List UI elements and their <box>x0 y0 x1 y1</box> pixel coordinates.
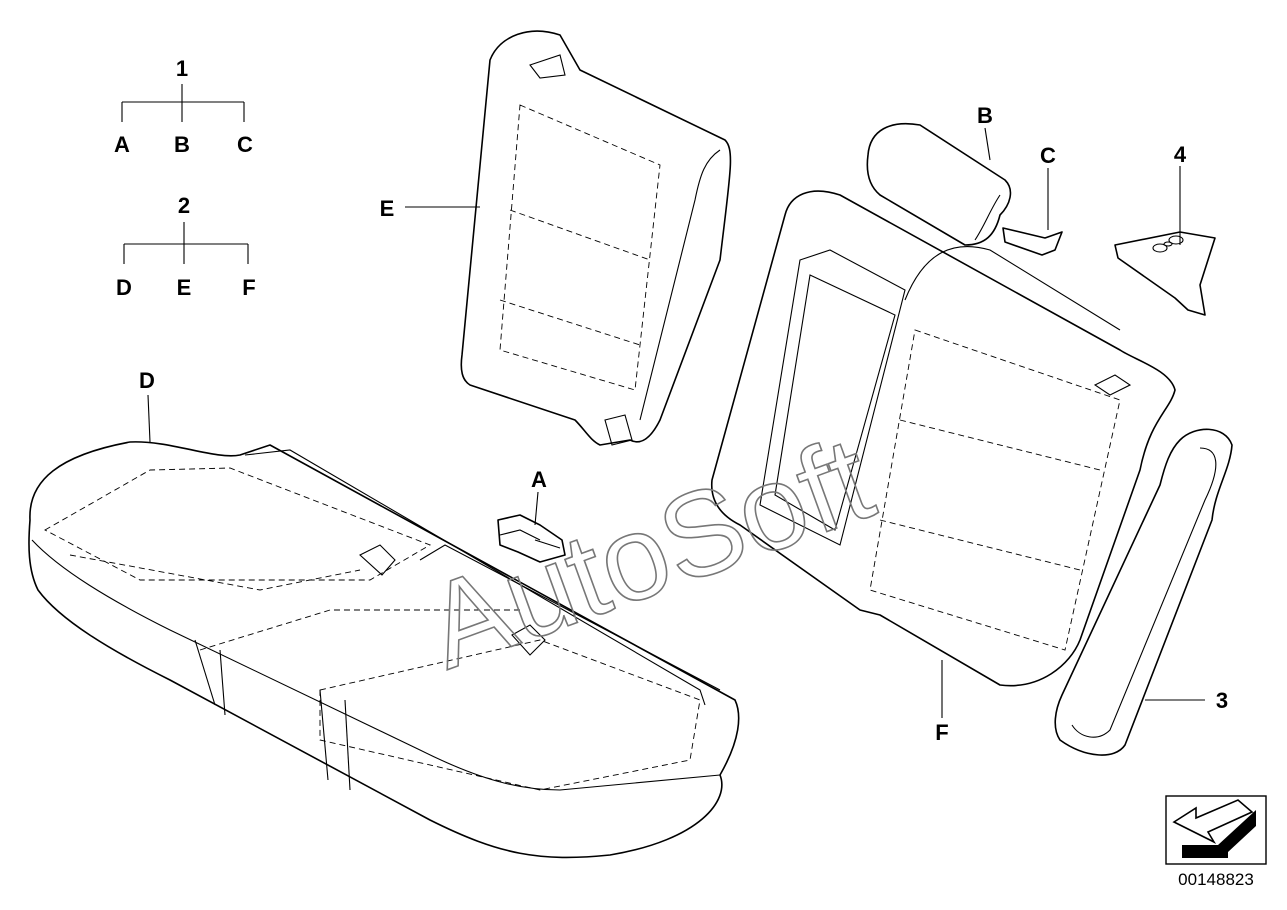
orientation-arrow-shadow-icon <box>1182 810 1256 858</box>
side-bolster-drawing <box>1054 428 1233 756</box>
legend-tree-2: 2 D E F <box>116 193 256 300</box>
callout-headrest: B <box>977 103 993 128</box>
orientation-box <box>1165 795 1267 865</box>
seat-cushion-drawing <box>28 441 740 859</box>
bracket-drawing <box>1114 231 1216 316</box>
backrest-right-drawing <box>711 190 1176 687</box>
tree2-child-e: E <box>177 275 192 300</box>
headrest-drawing <box>866 123 1012 246</box>
callout-backrest-right: F <box>935 720 948 745</box>
backrest-left-drawing <box>460 30 732 446</box>
tree2-child-d: D <box>116 275 132 300</box>
tree1-child-c: C <box>237 132 253 157</box>
watermark-text: AutoSoft <box>410 411 888 694</box>
small-pad-drawing <box>1002 227 1063 256</box>
clip-drawing <box>497 514 566 563</box>
callout-clip: A <box>531 467 547 492</box>
orientation-arrow-icon <box>1172 799 1254 844</box>
diagram-code: 00148823 <box>1178 870 1254 889</box>
callout-side-bolster: 3 <box>1216 688 1228 713</box>
callout-backrest-left: E <box>380 196 395 221</box>
callout-seat-cushion: D <box>139 368 155 393</box>
tree2-child-f: F <box>242 275 255 300</box>
legend-tree-1: 1 A B C <box>114 56 253 157</box>
callout-bracket: 4 <box>1174 142 1187 167</box>
leader-lines <box>147 127 1205 718</box>
tree2-parent-label: 2 <box>178 193 190 218</box>
callout-small-pad: C <box>1040 143 1056 168</box>
callout-labels: D E A B C 4 F 3 <box>139 103 1228 745</box>
tree1-child-a: A <box>114 132 130 157</box>
tree1-parent-label: 1 <box>176 56 188 81</box>
tree1-child-b: B <box>174 132 190 157</box>
